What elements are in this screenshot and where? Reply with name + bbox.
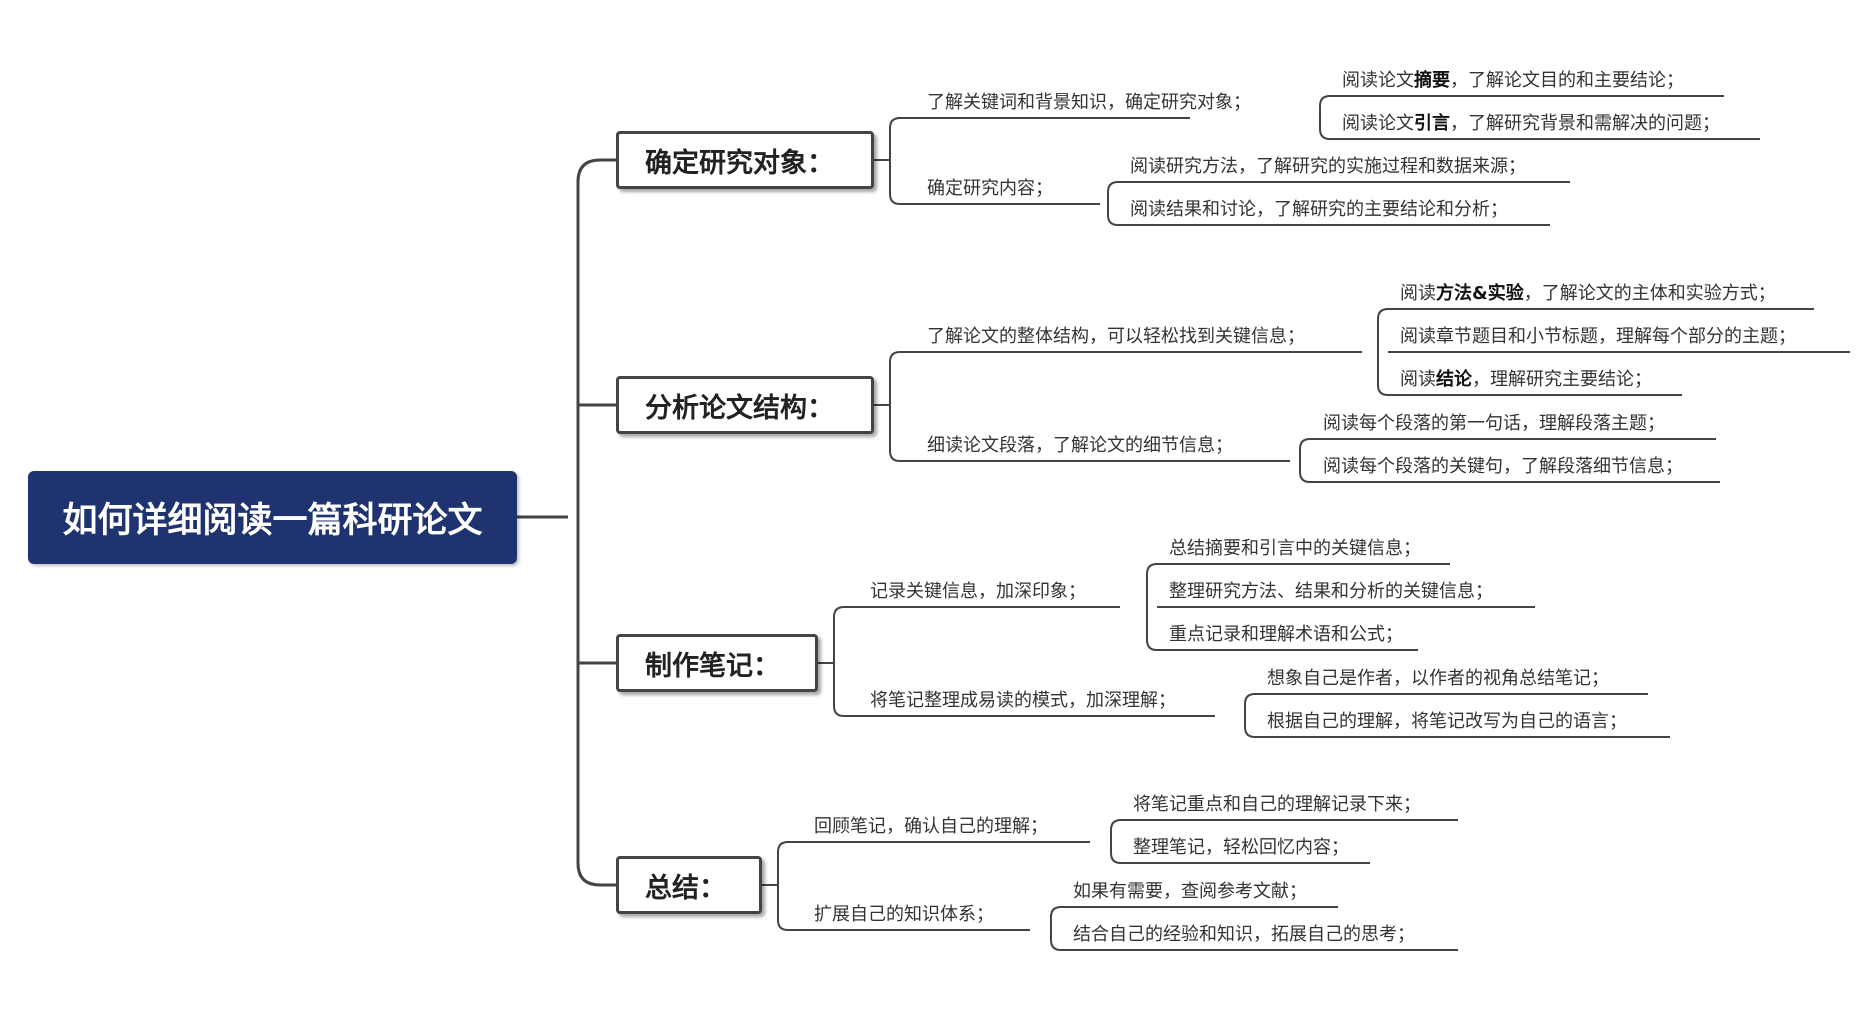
subtopic-label: 扩展自己的知识体系； [814, 904, 994, 925]
connector-line [1299, 438, 1311, 483]
subtopic-label: 将笔记整理成易读的模式，加深理解； [870, 690, 1176, 711]
subtopic-label: 了解论文的整体结构，可以轻松找到关键信息； [927, 326, 1305, 347]
connector-line [1244, 693, 1256, 738]
detail-item: 将笔记重点和自己的理解记录下来； [1133, 794, 1421, 815]
connector-line [889, 117, 901, 205]
connector-line [889, 351, 901, 462]
detail-item: 阅读章节题目和小节标题，理解每个部分的主题； [1400, 326, 1796, 347]
connector-line [1050, 906, 1062, 951]
subtopic-label: 细读论文段落，了解论文的细节信息； [927, 435, 1233, 456]
subtopic-label: 了解关键词和背景知识，确定研究对象； [927, 92, 1251, 113]
detail-item: 根据自己的理解，将笔记改写为自己的语言； [1267, 711, 1627, 732]
root-node: 如何详细阅读一篇科研论文 [28, 471, 517, 564]
detail-item: 阅读论文摘要，了解论文目的和主要结论； [1342, 70, 1684, 91]
detail-item: 重点记录和理解术语和公式； [1169, 624, 1403, 645]
detail-item: 阅读研究方法，了解研究的实施过程和数据来源； [1130, 156, 1526, 177]
branch-node: 总结： [616, 856, 762, 914]
branch-node: 分析论文结构： [616, 376, 874, 434]
connector-line [777, 841, 789, 931]
branch-node: 确定研究对象： [616, 131, 874, 189]
detail-item: 阅读每个段落的关键句，了解段落细节信息； [1323, 456, 1683, 477]
detail-item: 整理研究方法、结果和分析的关键信息； [1169, 581, 1493, 602]
subtopic-label: 记录关键信息，加深印象； [870, 581, 1086, 602]
connector-line [1319, 95, 1331, 140]
detail-item: 总结摘要和引言中的关键信息； [1169, 538, 1421, 559]
connector-line [1146, 563, 1158, 651]
detail-item: 阅读结果和讨论，了解研究的主要结论和分析； [1130, 199, 1508, 220]
connector-line [833, 606, 845, 717]
subtopic-label: 回顾笔记，确认自己的理解； [814, 816, 1048, 837]
connector-line [1110, 819, 1122, 864]
branch-node: 制作笔记： [616, 634, 818, 692]
subtopic-label: 确定研究内容； [927, 178, 1053, 199]
detail-item: 阅读结论，理解研究主要结论； [1400, 369, 1652, 390]
connector-line [1377, 308, 1389, 396]
detail-item: 整理笔记，轻松回忆内容； [1133, 837, 1349, 858]
detail-item: 结合自己的经验和知识，拓展自己的思考； [1073, 924, 1415, 945]
detail-item: 阅读方法&实验，了解论文的主体和实验方式； [1400, 283, 1776, 304]
detail-item: 如果有需要，查阅参考文献； [1073, 881, 1307, 902]
connector-line [1107, 181, 1119, 226]
detail-item: 想象自己是作者，以作者的视角总结笔记； [1267, 668, 1609, 689]
connector-line [576, 158, 601, 887]
detail-item: 阅读每个段落的第一句话，理解段落主题； [1323, 413, 1665, 434]
detail-item: 阅读论文引言，了解研究背景和需解决的问题； [1342, 113, 1720, 134]
